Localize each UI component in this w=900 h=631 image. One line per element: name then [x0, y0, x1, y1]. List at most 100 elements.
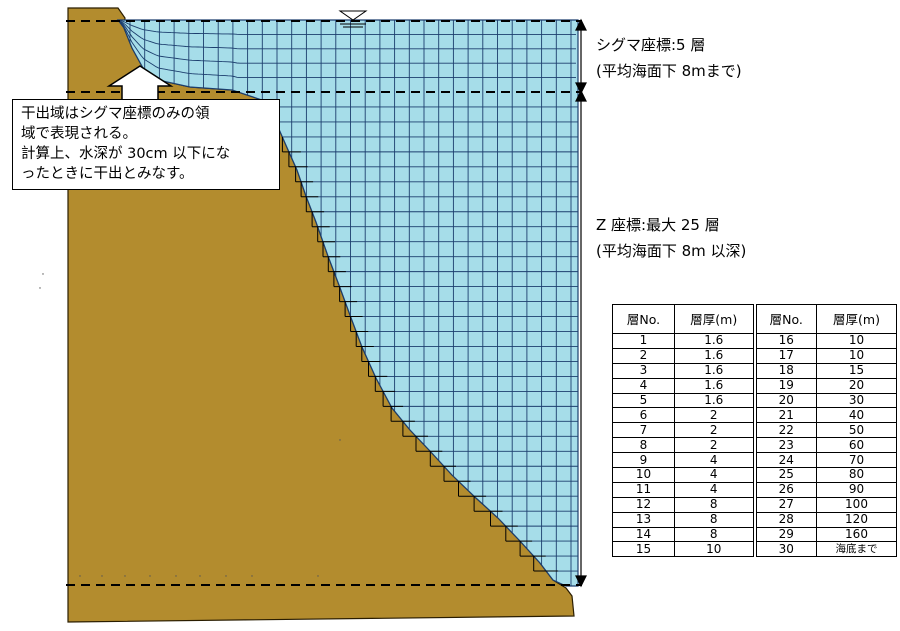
layer-no-cell: 19	[752, 377, 817, 394]
layer-no-cell: 8	[612, 437, 675, 454]
header-layer-no: 層No.	[752, 304, 817, 334]
thickness-cell: 海底まで	[816, 541, 897, 558]
layer-no-cell: 30	[752, 541, 817, 558]
thickness-cell: 8	[674, 496, 755, 513]
layer-no-cell: 22	[752, 422, 817, 439]
layer-no-cell: 15	[612, 541, 675, 558]
layer-no-cell: 25	[752, 467, 817, 483]
thickness-cell: 90	[816, 481, 897, 498]
thickness-cell: 70	[816, 452, 897, 469]
z-coordinate-label: Z 座標:最大 25 層	[596, 216, 720, 234]
sigma-layer-line	[119, 20, 576, 35]
thickness-cell: 40	[816, 407, 897, 424]
layer-no-cell: 17	[752, 347, 817, 364]
thickness-cell: 1.6	[674, 377, 755, 394]
thickness-cell: 4	[674, 467, 755, 483]
thickness-cell: 1.6	[674, 347, 755, 364]
header-layer-no: 層No.	[612, 304, 675, 334]
thickness-cell: 10	[816, 333, 897, 349]
layer-no-cell: 14	[612, 526, 675, 543]
thickness-cell: 2	[674, 437, 755, 454]
header-thickness: 層厚(m)	[674, 304, 755, 334]
callout-line: 干出域はシグマ座標のみの領	[21, 106, 210, 122]
header-thickness: 層厚(m)	[816, 304, 897, 334]
water-body	[116, 19, 579, 587]
thickness-cell: 120	[816, 511, 897, 528]
thickness-cell: 10	[674, 541, 755, 558]
layer-no-cell: 5	[612, 392, 675, 409]
callout-line: 域で表現される。	[21, 126, 137, 142]
sigma-layer-line	[119, 21, 576, 79]
thickness-cell: 8	[674, 526, 755, 543]
layer-no-cell: 12	[612, 496, 675, 513]
thickness-cell: 50	[816, 422, 897, 439]
layer-no-cell: 28	[752, 511, 817, 528]
layer-no-cell: 6	[612, 407, 675, 424]
sigma-range-arrow	[575, 18, 587, 95]
layer-no-cell: 18	[752, 362, 817, 379]
layer-no-cell: 1	[612, 333, 675, 349]
thickness-cell: 1.6	[674, 362, 755, 379]
layer-no-cell: 13	[612, 511, 675, 528]
sigma-coordinate-label: シグマ座標:5 層	[596, 36, 706, 54]
layer-no-cell: 24	[752, 452, 817, 469]
layer-no-cell: 21	[752, 407, 817, 424]
thickness-cell: 2	[674, 422, 755, 439]
layer-no-cell: 20	[752, 392, 817, 409]
layer-no-cell: 23	[752, 437, 817, 454]
layer-no-cell: 3	[612, 362, 675, 379]
z-depth-note: (平均海面下 8m 以深)	[596, 242, 747, 260]
thickness-cell: 60	[816, 437, 897, 454]
thickness-cell: 10	[816, 347, 897, 364]
callout-line: 計算上、水深が 30cm 以下にな	[21, 146, 231, 162]
callout-line: ったときに干出とみなす。	[21, 166, 194, 182]
layer-no-cell: 4	[612, 377, 675, 394]
thickness-cell: 8	[674, 511, 755, 528]
z-layer-steps	[281, 136, 559, 572]
thickness-cell: 4	[674, 452, 755, 469]
tidal-flat-callout: 干出域はシグマ座標のみの領 域で表現される。 計算上、水深が 30cm 以下にな…	[12, 99, 280, 190]
layer-no-cell: 26	[752, 481, 817, 498]
thickness-cell: 100	[816, 496, 897, 513]
sigma-layer-line	[119, 20, 576, 50]
z-range-arrow	[575, 89, 587, 588]
thickness-cell: 20	[816, 377, 897, 394]
layer-no-cell: 2	[612, 347, 675, 364]
thickness-cell: 2	[674, 407, 755, 424]
layer-no-cell: 9	[612, 452, 675, 469]
thickness-cell: 30	[816, 392, 897, 409]
layer-no-cell: 10	[612, 467, 675, 483]
thickness-cell: 160	[816, 526, 897, 543]
layer-no-cell: 16	[752, 333, 817, 349]
seabed-dots	[39, 273, 341, 577]
layer-no-cell: 11	[612, 481, 675, 498]
table-header-row: 層No. 層厚(m) 層No. 層厚(m)	[612, 304, 897, 334]
callout-arrow	[106, 65, 174, 99]
layer-no-cell: 27	[752, 496, 817, 513]
layer-no-cell: 29	[752, 526, 817, 543]
sigma-depth-note: (平均海面下 8mまで)	[596, 62, 742, 80]
thickness-cell: 15	[816, 362, 897, 379]
thickness-cell: 1.6	[674, 333, 755, 349]
thickness-cell: 80	[816, 467, 897, 483]
thickness-cell: 4	[674, 481, 755, 498]
layer-no-cell: 7	[612, 422, 675, 439]
sigma-layer-line	[119, 21, 576, 64]
thickness-cell: 1.6	[674, 392, 755, 409]
